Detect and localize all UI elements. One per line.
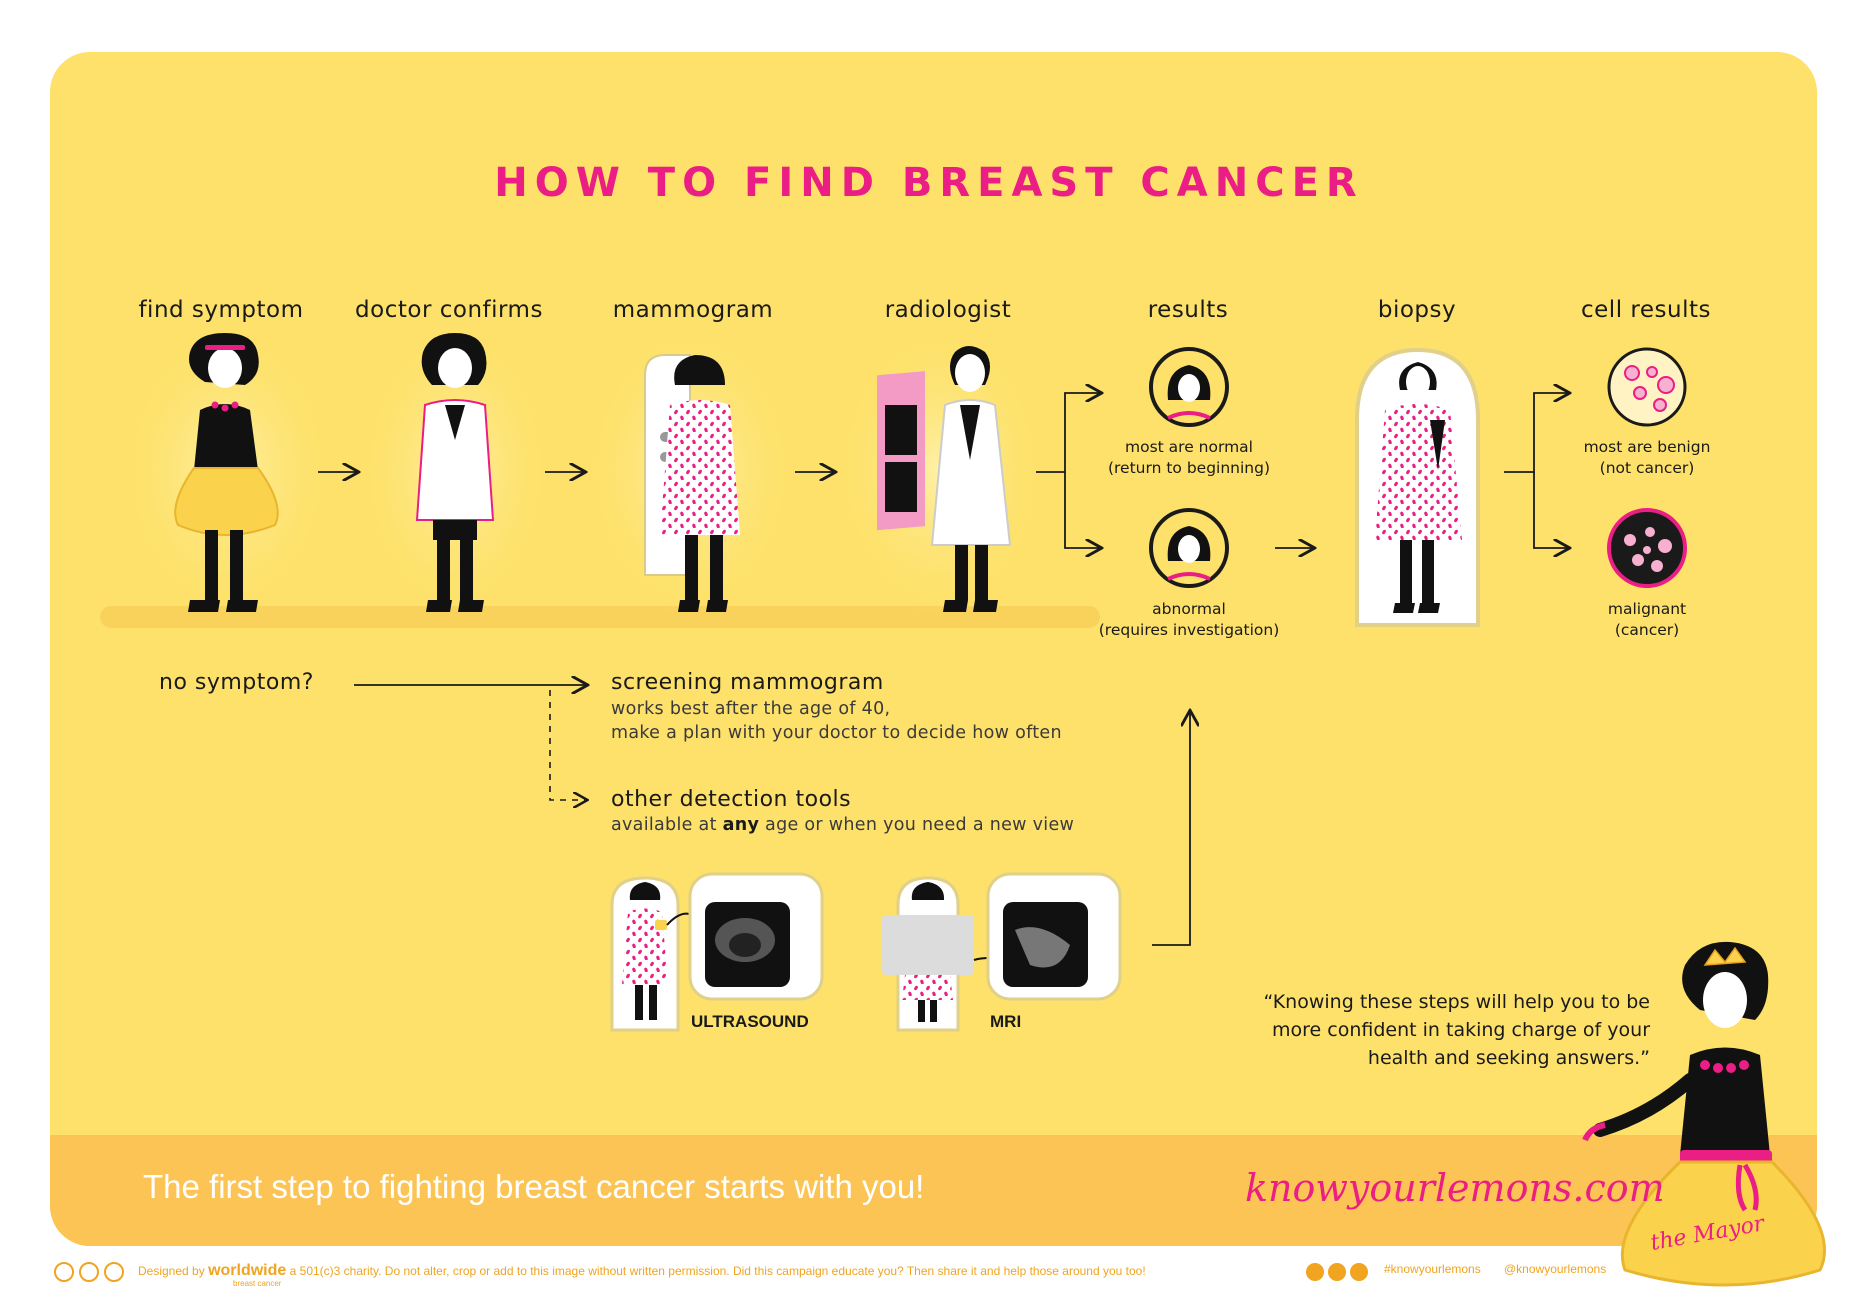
bottom-band — [50, 1135, 1817, 1246]
step-label-radiologist: radiologist — [884, 297, 1012, 323]
tagline: The first step to fighting breast cancer… — [143, 1168, 925, 1205]
cell-malignant-icon — [1607, 508, 1687, 588]
org-name: worldwide — [208, 1262, 287, 1279]
no-symptom-label: no symptom? — [159, 670, 314, 695]
tool-label-ultrasound: ULTRASOUND — [691, 1012, 809, 1031]
step-label-results: results — [1147, 297, 1229, 323]
step-label-cell-results: cell results — [1581, 297, 1711, 323]
other-tools-line: available at any age or when you need a … — [611, 815, 1075, 835]
tool-ultrasound-illustration — [610, 872, 824, 1032]
screening-title: screening mammogram — [611, 670, 884, 695]
result-abnormal-caption: abnormal (requires investigation) — [1098, 600, 1280, 639]
footer-hashtag[interactable]: #knowyourlemons — [1384, 1262, 1481, 1276]
mascot-quote: “Knowing these steps will help you to be… — [1263, 991, 1650, 1069]
cell-benign-caption: most are benign (not cancer) — [1583, 438, 1711, 477]
ground-shadow — [100, 606, 1100, 628]
figure-biopsy — [1355, 347, 1480, 627]
result-abnormal-icon — [1149, 508, 1229, 588]
figure-find-symptom — [117, 320, 337, 620]
figure-radiologist — [830, 320, 1050, 620]
poster-panel — [50, 52, 1817, 1246]
mascot-illustration: the Mayor — [1582, 941, 1826, 1287]
other-tools-title: other detection tools — [611, 787, 852, 812]
result-normal-caption: most are normal (return to beginning) — [1107, 438, 1271, 477]
org-subtitle: breast cancer — [233, 1279, 282, 1288]
tool-mri-illustration — [882, 872, 1122, 1032]
tool-label-mri: MRI — [990, 1012, 1022, 1031]
license-icons — [54, 1262, 124, 1282]
footer-handle[interactable]: @knowyourlemons — [1504, 1262, 1607, 1276]
step-label-mammogram: mammogram — [612, 297, 774, 323]
screening-line-2: make a plan with your doctor to decide h… — [611, 723, 1062, 743]
step-label-find-symptom: find symptom — [138, 297, 304, 323]
cell-benign-icon — [1607, 347, 1687, 427]
figure-mammogram — [580, 320, 800, 620]
page-title: HOW TO FIND BREAST CANCER — [494, 160, 1364, 206]
figure-doctor — [355, 320, 555, 620]
step-label-doctor-confirms: doctor confirms — [355, 297, 543, 323]
result-normal-icon — [1149, 347, 1229, 427]
step-label-biopsy: biopsy — [1377, 297, 1457, 323]
social-icons — [1306, 1263, 1368, 1281]
footer-designed-by: Designed by worldwide a 501(c)3 charity.… — [138, 1262, 1146, 1279]
website-link[interactable]: knowyourlemons.com — [1245, 1166, 1665, 1210]
cell-malignant-caption: malignant (cancer) — [1607, 600, 1687, 639]
screening-line-1: works best after the age of 40, — [611, 699, 891, 719]
